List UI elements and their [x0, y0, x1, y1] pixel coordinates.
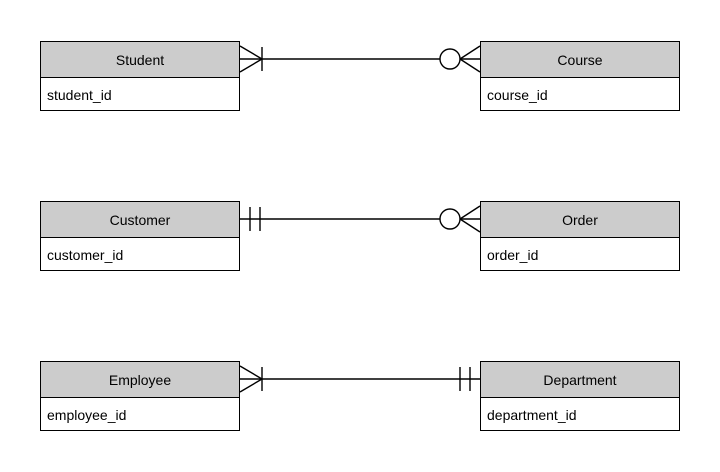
entity-order[interactable]: Order order_id: [480, 201, 680, 271]
entity-student[interactable]: Student student_id: [40, 41, 240, 111]
entity-employee-title: Employee: [41, 362, 239, 398]
entity-customer[interactable]: Customer customer_id: [40, 201, 240, 271]
relationship-student-course: [239, 45, 481, 73]
relationship-customer-order: [240, 205, 481, 233]
entity-student-attribute-student_id: student_id: [47, 87, 112, 103]
entity-customer-title: Customer: [41, 202, 239, 238]
entity-course-title: Course: [481, 42, 679, 78]
crows-foot-zero-or-many-order: [439, 205, 481, 233]
entity-employee[interactable]: Employee employee_id: [40, 361, 240, 431]
entity-order-title: Order: [481, 202, 679, 238]
entity-order-attribute-order_id: order_id: [487, 247, 539, 263]
entity-employee-attribute-employee_id: employee_id: [47, 407, 127, 423]
relationship-employee-department: [239, 365, 480, 393]
entity-department-attribute-department_id: department_id: [487, 407, 577, 423]
entity-customer-attribute-customer_id: customer_id: [47, 247, 124, 263]
tick-exactly-one-department: [459, 367, 471, 391]
crows-foot-zero-or-many-course: [439, 45, 481, 73]
entity-course[interactable]: Course course_id: [480, 41, 680, 111]
tick-exactly-one-customer: [249, 207, 261, 231]
entity-student-title: Student: [41, 42, 239, 78]
entity-course-attribute-course_id: course_id: [487, 87, 548, 103]
crows-foot-one-or-many-employee: [239, 365, 263, 393]
entity-department[interactable]: Department department_id: [480, 361, 680, 431]
crows-foot-one-or-many-student: [239, 45, 263, 73]
entity-department-title: Department: [481, 362, 679, 398]
